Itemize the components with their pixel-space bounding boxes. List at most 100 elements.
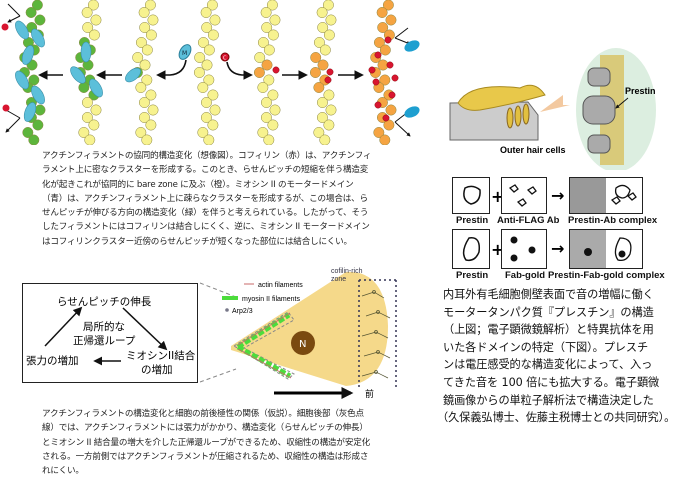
actin-subunit [263, 134, 275, 145]
free-myosin-head [178, 44, 192, 60]
actin-subunit [254, 52, 266, 63]
cofilin [272, 66, 280, 74]
anti-flag-panel [501, 177, 547, 214]
actin-subunit [197, 37, 209, 48]
actin-subunit [266, 0, 278, 11]
description-line: ンは電圧感受的な構造変化によって、入っ [443, 358, 653, 372]
actin-subunit [317, 22, 329, 33]
actin-subunit [313, 82, 325, 93]
actin-subunit [253, 67, 265, 78]
actin-subunit [209, 14, 221, 26]
actin-filament-2 [74, 0, 102, 145]
prestin-structure-figure: Prestin Outer hair cells [449, 48, 656, 170]
actin-subunit [207, 29, 219, 41]
arrow-2: → [551, 239, 565, 258]
zone-label-line2: zone [331, 276, 346, 283]
front-label: 前 [365, 388, 374, 400]
prestin-ab-complex-panel [569, 177, 643, 214]
actin-subunit [379, 44, 391, 56]
actin-subunit [325, 14, 337, 26]
loop-center-line1: 局所的な [83, 321, 125, 333]
actin-subunit [78, 127, 90, 138]
actin-filament-4 [193, 0, 221, 145]
actin-subunit [81, 7, 93, 18]
actin-subunit [269, 104, 281, 116]
actin-subunit [317, 59, 329, 71]
cofilin [324, 76, 332, 84]
actin-subunit [257, 127, 269, 138]
prestin-fab-gold-complex-label: Prestin-Fab-gold complex [548, 270, 665, 281]
fab-gold-label: Fab-gold [505, 270, 546, 281]
actin-subunit [135, 82, 147, 93]
actin-subunit [260, 112, 272, 123]
legend-actin: actin filaments [258, 282, 303, 289]
myosin-head [80, 41, 92, 63]
actin-filament-6 [309, 0, 337, 145]
actin-subunit [207, 89, 219, 101]
actin-subunit [147, 14, 159, 26]
prestin-panel-1 [452, 177, 490, 214]
description-line: モータータンパク質『プレスチン』の構造 [443, 305, 654, 319]
actin-subunit [88, 29, 100, 41]
actin-subunit [377, 22, 389, 33]
actin-subunit [325, 104, 337, 116]
cofilin [326, 68, 334, 76]
cofilin-dot [1, 23, 9, 31]
actin-subunit [28, 134, 40, 145]
actin-subunit [132, 52, 144, 63]
actin-subunit [138, 7, 150, 18]
myosin-head [31, 28, 45, 48]
actin-subunit [138, 112, 150, 123]
loop-myosin-line2: の増加 [141, 364, 173, 376]
actin-subunit [263, 44, 275, 56]
cofilin [386, 61, 394, 69]
actin-subunit [200, 112, 212, 123]
actin-subunit [269, 14, 281, 26]
actin-subunit [376, 7, 388, 18]
actin-filaments-rear [237, 312, 292, 379]
free-cofilin [220, 52, 230, 62]
actin-subunit [22, 127, 34, 138]
actin-subunit [319, 134, 331, 145]
actin-subunit [203, 44, 215, 56]
actin-subunit [323, 89, 335, 101]
prestin-description: 内耳外有毛細胞側壁表面で音の増幅に働く モータータンパク質『プレスチン』の構造 … [437, 286, 688, 427]
actin-subunit [81, 97, 93, 108]
zoom-line-bottom [199, 368, 237, 383]
actin-subunit [310, 52, 322, 63]
actin-subunit [207, 119, 219, 131]
legend-arp23-swatch [225, 308, 229, 312]
description-line: （久保義弘博士、佐藤主税博士との共同研究）。 [437, 411, 676, 425]
nucleus-label: N [299, 339, 306, 350]
loop-helix-extension: らせんピッチの伸長 [57, 296, 152, 308]
myosin-head [21, 45, 35, 65]
actin-subunit [34, 104, 46, 116]
row2-prestin-label: Prestin [456, 270, 489, 281]
description-line: いた各ドメインの特定（下図）。プレスチ [443, 340, 649, 354]
actin-subunit [145, 119, 157, 131]
arp23-branched-network [361, 290, 391, 379]
actin-subunit [141, 134, 153, 145]
actin-subunit [147, 104, 159, 116]
actin-subunit [145, 89, 157, 101]
outer-hair-cells-label: Outer hair cells [500, 145, 566, 155]
prestin-ab-complex-label: Prestin-Ab complex [568, 215, 658, 226]
actin-subunit [313, 37, 325, 48]
actin-subunit [206, 0, 218, 11]
actin-subunit [88, 119, 100, 131]
zoom-arrow [540, 95, 570, 112]
cofilin [374, 101, 382, 109]
actin-subunit [267, 29, 279, 41]
cofilin [374, 51, 382, 59]
actin-subunit [193, 67, 205, 78]
prestin-fab-gold-complex-panel [569, 229, 643, 269]
actin-subunit [139, 22, 151, 33]
cell-polarity-diagram: N actin filaments myosin II filaments Ar… [199, 268, 397, 400]
actin-subunit [323, 29, 335, 41]
actin-subunit [84, 134, 96, 145]
caption-cell-polarity: アクチンフィラメントの構造変化と細胞の前後極性の関係（仮説）。細胞後部（灰色点線… [42, 409, 371, 477]
actin-subunit [201, 22, 213, 33]
legend-myosin: myosin II filaments [242, 296, 300, 303]
actin-subunit [316, 97, 328, 108]
actin-subunit [135, 37, 147, 48]
